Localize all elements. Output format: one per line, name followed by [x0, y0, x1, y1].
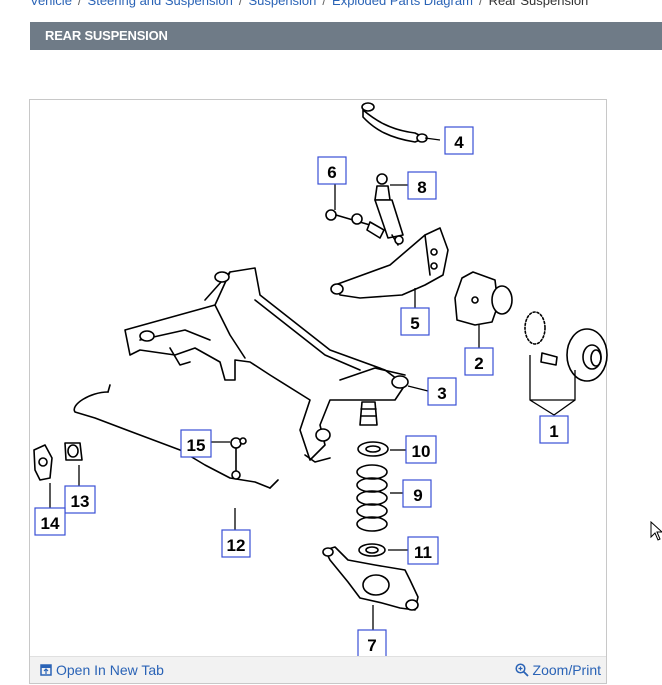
spring-upper-seat [357, 441, 389, 457]
breadcrumb: Vehicle / Steering and Suspension / Suspensi… [30, 0, 588, 8]
svg-text:11: 11 [414, 543, 432, 562]
breadcrumb-item-exploded[interactable]: Exploded Parts Diagram [332, 0, 473, 8]
callout-13[interactable]: 13 [64, 485, 96, 514]
callout-1[interactable]: 1 [539, 415, 569, 444]
callout-15[interactable]: 15 [180, 429, 212, 458]
trailing-arm [330, 227, 449, 299]
stabilizer-bushing [64, 442, 83, 461]
stabilizer-bar [73, 384, 279, 489]
diagram-footer: Open In New Tab Zoom/Print [30, 656, 606, 683]
breadcrumb-separator: / [77, 0, 82, 8]
svg-text:8: 8 [417, 178, 426, 197]
callout-6[interactable]: 6 [317, 156, 347, 185]
lower-arm [322, 546, 419, 611]
stabilizer-link [230, 437, 247, 480]
upper-arm [361, 102, 428, 143]
svg-text:6: 6 [327, 163, 336, 182]
breadcrumb-separator: / [478, 0, 483, 8]
open-new-tab-icon [40, 664, 52, 676]
zoom-in-icon [514, 663, 529, 677]
exploded-parts-diagram: 1 2 3 4 5 6 7 8 9 10 11 12 13 14 15 [33, 102, 608, 658]
svg-text:10: 10 [412, 442, 431, 461]
spring-lower-seat [358, 543, 386, 557]
shock-absorber [374, 173, 404, 246]
open-new-tab-link[interactable]: Open In New Tab [40, 662, 164, 678]
coil-spring [356, 464, 388, 532]
callout-9[interactable]: 9 [402, 479, 432, 508]
subframe [124, 267, 409, 463]
open-new-tab-label: Open In New Tab [56, 662, 164, 678]
breadcrumb-item-vehicle[interactable]: Vehicle [30, 0, 72, 8]
breadcrumb-separator: / [322, 0, 327, 8]
svg-text:14: 14 [41, 514, 60, 533]
svg-text:5: 5 [410, 314, 419, 333]
toe-link [325, 209, 385, 239]
hub-assembly [524, 311, 608, 382]
callout-11[interactable]: 11 [407, 536, 439, 565]
zoom-print-link[interactable]: Zoom/Print [514, 662, 601, 678]
svg-text:13: 13 [71, 492, 90, 511]
svg-text:4: 4 [454, 133, 464, 152]
svg-text:9: 9 [413, 486, 422, 505]
zoom-print-label: Zoom/Print [532, 662, 601, 678]
breadcrumb-current: Rear Suspension [488, 0, 589, 8]
callout-8[interactable]: 8 [407, 171, 437, 200]
breadcrumb-item-steering[interactable]: Steering and Suspension [87, 0, 233, 8]
callout-10[interactable]: 10 [405, 435, 437, 464]
section-title: REAR SUSPENSION [45, 28, 168, 43]
bump-stop [359, 401, 378, 426]
svg-text:12: 12 [227, 536, 246, 555]
callout-3[interactable]: 3 [427, 377, 457, 406]
callout-5[interactable]: 5 [400, 307, 430, 336]
diagram-frame: 1 2 3 4 5 6 7 8 9 10 11 12 13 14 15 Open… [29, 99, 608, 684]
stabilizer-bracket [33, 444, 53, 481]
knuckle [454, 271, 513, 326]
section-header: REAR SUSPENSION [30, 22, 662, 50]
callout-12[interactable]: 12 [221, 529, 251, 558]
svg-text:7: 7 [367, 636, 376, 655]
breadcrumb-item-suspension[interactable]: Suspension [248, 0, 317, 8]
callout-4[interactable]: 4 [444, 126, 474, 155]
svg-text:1: 1 [549, 422, 558, 441]
svg-text:15: 15 [187, 436, 206, 455]
svg-text:2: 2 [474, 354, 483, 373]
callout-2[interactable]: 2 [464, 347, 494, 376]
svg-text:3: 3 [437, 384, 446, 403]
mouse-cursor-icon [650, 521, 662, 541]
callout-7[interactable]: 7 [357, 629, 387, 658]
breadcrumb-separator: / [238, 0, 243, 8]
callout-14[interactable]: 14 [34, 507, 66, 536]
